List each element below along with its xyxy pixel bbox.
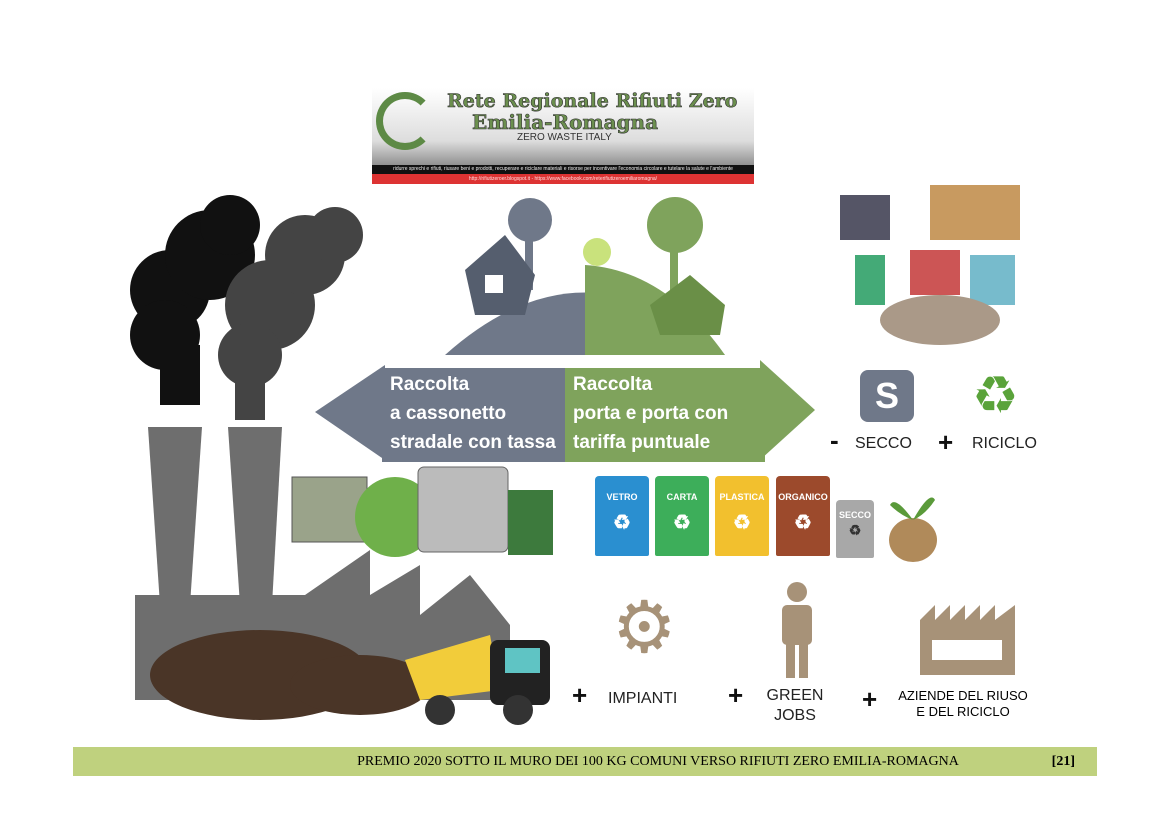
recycle-icon: ♻ — [972, 367, 1019, 425]
left-box-line2: a cassonetto — [390, 403, 507, 424]
riciclo-label: RICICLO — [972, 435, 1037, 452]
left-box-line1: Raccolta — [390, 374, 470, 395]
dump-truck-icon — [405, 635, 550, 725]
waste-pile-icon — [150, 630, 430, 720]
street-bin-collection-box: Raccolta a cassonetto stradale con tassa — [382, 368, 574, 462]
network-banner-logo: Rete Regionale Rifiuti Zero Emilia-Romag… — [372, 88, 754, 184]
secco-label: SECCO — [855, 435, 912, 452]
mixed-waste-illustration — [840, 185, 1020, 345]
recycle-icon: ♻ — [848, 522, 862, 538]
factory-illustration — [130, 195, 510, 720]
footer-text: PREMIO 2020 SOTTO IL MURO DEI 100 KG COM… — [357, 754, 959, 769]
logo-ring — [376, 92, 434, 150]
bin-label: VETRO — [606, 492, 638, 502]
recycle-icon: ♻ — [673, 512, 691, 534]
impianti-label: IMPIANTI — [608, 690, 678, 707]
secco-s-icon: S — [860, 370, 914, 422]
street-dumpsters-illustration — [291, 466, 553, 557]
plus-sign: + — [862, 684, 878, 714]
page-number: [21] — [1051, 754, 1075, 769]
banner-subtitle: ZERO WASTE ITALY — [517, 132, 612, 143]
banner-links: http://rifiutizeroer.blogspot.it - https… — [372, 174, 754, 184]
banner-title-1: Rete Regionale Rifiuti Zero — [447, 90, 738, 113]
plus-sign: + — [938, 427, 954, 457]
recycle-icon: ♻ — [613, 512, 631, 534]
gears-icon: ⚙ — [612, 588, 677, 668]
plus-sign: + — [572, 680, 588, 710]
left-box-line3: stradale con tassa — [390, 432, 556, 453]
grey-smoke-icon — [218, 207, 363, 420]
bin-label: SECCO — [838, 510, 871, 520]
banner-tagline: ridurre sprechi e rifiuti, riusare beni … — [372, 165, 754, 174]
person-icon — [782, 582, 812, 678]
compost-plant-icon — [889, 497, 937, 562]
arrow-right-icon — [760, 360, 815, 460]
door-to-door-collection-box: Raccolta porta e porta con tariffa puntu… — [565, 368, 765, 462]
bin-vetro: VETRO ♻ — [595, 476, 649, 556]
bin-plastica: PLASTICA ♻ — [715, 476, 769, 556]
right-box-line1: Raccolta — [573, 374, 653, 395]
black-smoke-icon — [130, 195, 260, 405]
recycle-icon: ♻ — [733, 512, 751, 534]
page-footer: PREMIO 2020 SOTTO IL MURO DEI 100 KG COM… — [73, 747, 1097, 776]
hill-houses-illustration — [445, 197, 725, 355]
factory-building-icon — [920, 605, 1015, 675]
bin-label: ORGANICO — [778, 492, 828, 502]
arrow-left-icon — [315, 365, 385, 460]
sun-icon — [583, 238, 611, 266]
right-box-line2: porta e porta con — [573, 403, 729, 424]
bin-secco: SECCO ♻ — [836, 500, 874, 558]
minus-sign: - — [830, 425, 839, 455]
bin-carta: CARTA ♻ — [655, 476, 709, 556]
banner-title-2: Emilia-Romagna — [472, 110, 659, 135]
bin-organico: ORGANICO ♻ — [776, 476, 830, 556]
aziende-label: AZIENDE DEL RIUSO E DEL RICICLO — [898, 688, 1028, 719]
bin-label: PLASTICA — [719, 492, 765, 502]
plus-sign: + — [728, 680, 744, 710]
bin-label: CARTA — [666, 492, 698, 502]
green-jobs-label: GREEN JOBS — [766, 687, 824, 724]
recycle-icon: ♻ — [794, 512, 812, 534]
right-box-line3: tariffa puntuale — [573, 432, 711, 453]
